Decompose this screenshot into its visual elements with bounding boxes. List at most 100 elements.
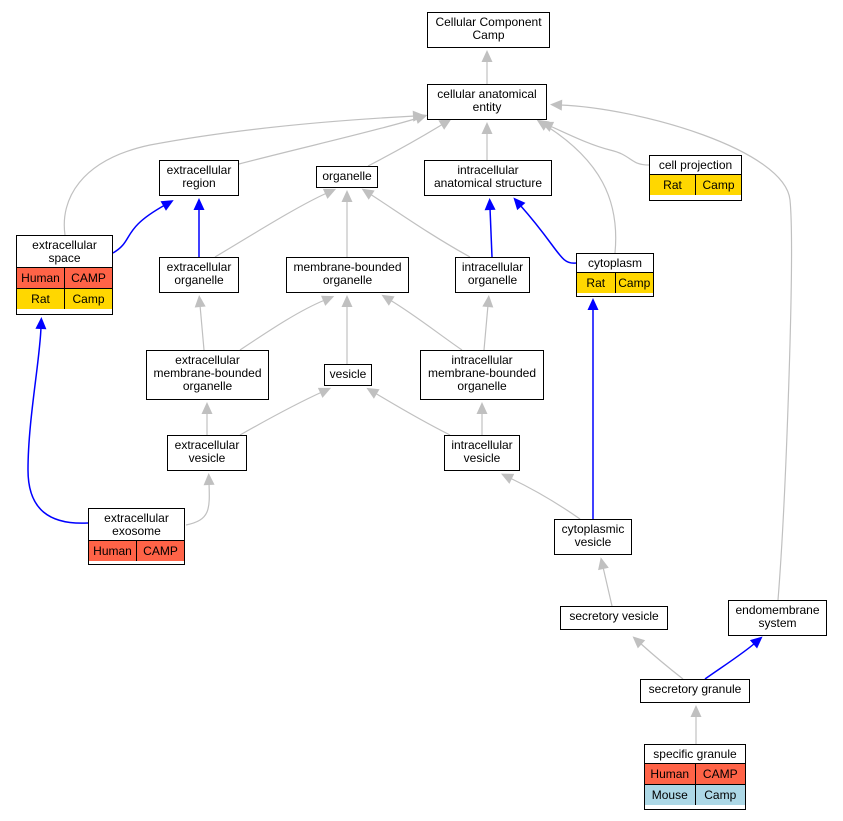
edge-endomem-arrowhead	[550, 99, 563, 111]
edge-ext-ves-to-vesicle	[239, 391, 323, 436]
node-ic-org[interactable]: intracellular organelle	[455, 257, 530, 293]
gene-cell: Camp	[614, 273, 653, 293]
edge-ic-org-to-ias	[489, 207, 493, 258]
node-label: specific granule	[653, 747, 737, 761]
edge-exosome-to-ext-ves	[185, 482, 210, 526]
edge-ext-region-to-cae	[238, 117, 419, 165]
node-ext-mbo[interactable]: extracellular membrane-bounded organelle	[146, 350, 269, 400]
node-cyto-ves[interactable]: cytoplasmic vesicle	[554, 519, 632, 555]
node-label: intracellular membrane-bounded organelle	[427, 353, 537, 393]
node-label: extracellular membrane-bounded organelle	[153, 353, 262, 393]
node-label: extracellular organelle	[166, 260, 232, 287]
edge-ext-mbo-arrowhead	[194, 295, 206, 308]
edge-ext-org-arrowhead	[193, 198, 205, 210]
node-sec-gran[interactable]: secretory granule	[640, 679, 750, 703]
node-label: extracellular space	[32, 238, 97, 265]
node-ic-ves[interactable]: intracellular vesicle	[444, 435, 520, 471]
node-mbo[interactable]: membrane-bounded organelle	[286, 257, 409, 293]
node-cae[interactable]: cellular anatomical entity	[427, 84, 547, 120]
node-vesicle[interactable]: vesicle	[324, 364, 372, 386]
node-label: cytoplasmic vesicle	[561, 522, 625, 549]
node-label: intracellular vesicle	[451, 438, 513, 465]
edge-cell-proj-to-cae	[549, 125, 650, 166]
node-ias[interactable]: intracellular anatomical structure	[424, 160, 552, 196]
node-ext-ves[interactable]: extracellular vesicle	[167, 435, 247, 471]
edge-ic-mbo-arrowhead	[381, 294, 395, 306]
species-cell: Human	[17, 268, 64, 288]
edge-endomem-to-cae	[559, 104, 793, 601]
node-label: organelle	[322, 169, 372, 183]
gene-cell: Camp	[695, 175, 741, 195]
node-ext-org[interactable]: extracellular organelle	[159, 257, 239, 293]
node-label: membrane-bounded organelle	[293, 260, 402, 287]
edge-ext-mbo-to-ext-org	[199, 304, 205, 351]
edge-sec-gran-arrowhead	[632, 636, 646, 649]
node-label: cytoplasm	[587, 256, 643, 270]
edge-ext-space-arrowhead	[412, 110, 425, 122]
node-label: cell projection	[658, 158, 733, 172]
gene-cell: Camp	[694, 785, 745, 805]
edge-ic-org-arrowhead	[361, 188, 375, 200]
edge-cyto-ves-to-ic-ves	[509, 477, 581, 520]
edge-ias-arrowhead	[481, 122, 493, 134]
node-endomem[interactable]: endomembrane system	[728, 600, 827, 636]
edge-organelle-to-cae	[367, 123, 444, 167]
species-cell: Mouse	[645, 785, 695, 805]
gene-cell: CAMP	[64, 268, 112, 288]
gene-cell: CAMP	[694, 764, 745, 784]
edge-ic-mbo-to-mbo	[389, 299, 463, 351]
node-label: extracellular exosome	[104, 511, 169, 538]
node-label: endomembrane system	[735, 603, 820, 630]
gene-cell: Camp	[64, 289, 112, 309]
edge-ic-mbo-arrowhead	[482, 295, 494, 308]
edge-mbo-arrowhead	[341, 190, 353, 202]
species-cell: Rat	[17, 289, 64, 309]
species-cell: Human	[89, 541, 136, 561]
edge-exosome-to-ext-space	[27, 326, 89, 524]
species-cell: Rat	[650, 175, 695, 195]
node-cc-camp[interactable]: Cellular Component Camp	[427, 12, 550, 48]
edge-cytoplasm-arrowhead	[513, 197, 526, 211]
edge-cyto-ves-arrowhead	[587, 298, 599, 310]
node-label: intracellular organelle	[461, 260, 524, 287]
node-label: Cellular Component Camp	[435, 15, 542, 42]
edge-sec-ves-to-cyto-ves	[602, 566, 613, 607]
edge-organelle-arrowhead	[438, 118, 452, 130]
node-label: intracellular anatomical structure	[433, 163, 543, 190]
edge-ic-ves-to-vesicle	[374, 392, 451, 436]
edge-cytoplasm-to-ias	[519, 204, 577, 264]
node-label: extracellular region	[166, 163, 232, 190]
node-ext-region[interactable]: extracellular region	[159, 160, 239, 196]
node-organelle[interactable]: organelle	[316, 166, 378, 188]
edge-ic-org-to-organelle	[369, 193, 471, 258]
edge-exosome-arrowhead	[203, 473, 215, 486]
edge-cytoplasm-arrowhead	[536, 119, 550, 131]
edge-cae-arrowhead	[481, 50, 493, 62]
species-cell: Rat	[577, 273, 615, 293]
node-label: secretory vesicle	[569, 609, 659, 623]
edge-spec-gran-arrowhead	[690, 705, 702, 717]
node-sec-ves[interactable]: secretory vesicle	[560, 606, 668, 630]
edge-sec-gran-arrowhead	[749, 636, 763, 649]
edge-ic-org-arrowhead	[484, 198, 496, 211]
edge-ic-ves-arrowhead	[476, 402, 488, 414]
edge-sec-gran-to-sec-ves	[639, 642, 684, 680]
edge-exosome-arrowhead	[35, 317, 47, 330]
edge-cytoplasm-to-cae	[544, 124, 617, 254]
node-label: vesicle	[329, 367, 367, 381]
edge-sec-gran-to-endomem	[704, 642, 756, 680]
node-label: secretory granule	[648, 682, 742, 696]
edge-ext-org-to-organelle	[214, 192, 328, 258]
node-ic-mbo[interactable]: intracellular membrane-bounded organelle	[420, 350, 544, 400]
